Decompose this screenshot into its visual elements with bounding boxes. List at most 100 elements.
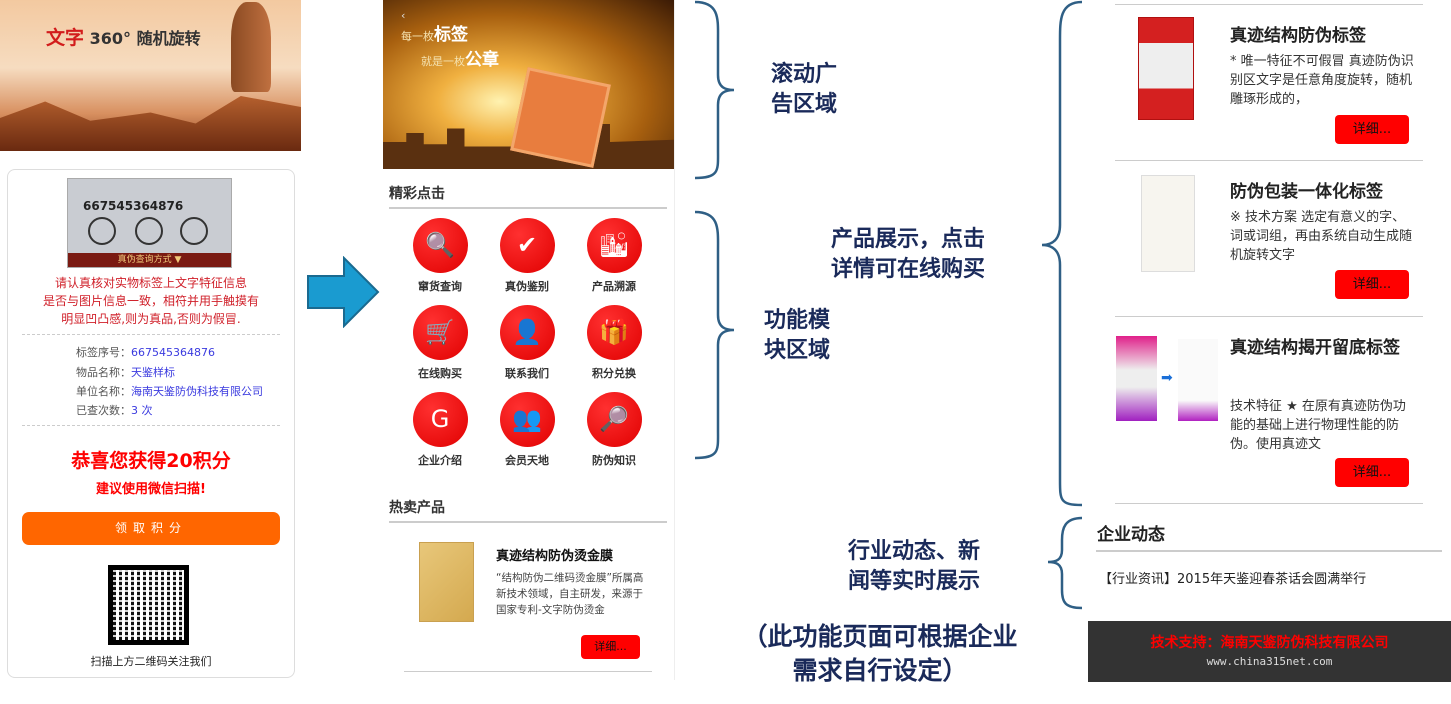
product-detail-button[interactable]: 详细...	[1335, 115, 1409, 144]
feature-magnifier-chart[interactable]: 🔍 窜货查询	[400, 218, 480, 294]
feature-cart[interactable]: 🛒 在线购买	[400, 305, 480, 381]
product-detail-button[interactable]: 详细...	[581, 635, 640, 659]
product-image[interactable]	[1141, 175, 1195, 272]
slogan-small: 每一枚	[401, 30, 434, 43]
divider	[674, 0, 675, 680]
info-value: 667545364876	[131, 346, 215, 359]
rock-image	[231, 2, 271, 92]
product-name[interactable]: 防伪包装一体化标签	[1230, 182, 1383, 202]
contact-person-icon: 👤	[499, 305, 555, 360]
bracket-ad	[694, 0, 735, 180]
news-heading: 企业动态	[1097, 525, 1165, 545]
brand-text: 文字	[46, 27, 85, 49]
hot-products-heading: 热卖产品	[389, 500, 445, 516]
info-row-serial: 标签序号：667545364876	[76, 344, 215, 360]
divider	[22, 334, 280, 335]
feature-label: 产品溯源	[592, 280, 636, 293]
warning-line: 是否与图片信息一致，相符并用手触摸有	[42, 294, 259, 308]
congrats-text: 恭喜您获得20积分	[71, 450, 231, 472]
product-description: ※ 技术方案 选定有意义的字、词或词组，再由系统自动生成随机旋转文字	[1230, 210, 1413, 263]
annotation-ad-area: 滚动广告区域	[771, 60, 837, 120]
feature-knowledge-search[interactable]: 🔎防伪知识	[574, 392, 654, 468]
banner-title: 文字 360° 随机旋转	[46, 23, 201, 50]
glyph-circle	[135, 217, 163, 245]
divider	[1096, 550, 1442, 552]
feature-label: 积分兑换	[592, 367, 636, 380]
feature-members[interactable]: 👥 会员天地	[487, 392, 567, 468]
feature-label: 在线购买	[418, 367, 462, 380]
divider	[1115, 316, 1423, 317]
gift-icon: 🎁	[586, 305, 642, 360]
slogan-big: 标签	[434, 25, 468, 45]
divider	[389, 521, 667, 523]
footer-support: 技术支持：海南天鉴防伪科技有限公司	[1150, 635, 1389, 651]
product-name[interactable]: 真迹结构防伪标签	[1230, 26, 1366, 46]
warning-line: 请认真核对实物标签上文字特征信息	[54, 276, 247, 290]
divider	[404, 671, 652, 672]
bracket-news	[1047, 516, 1083, 610]
divider	[389, 207, 667, 209]
product-description: * 唯一特征不可假冒 真迹防伪识别区文字是任意角度旋转，随机雕琢形成的，	[1230, 54, 1414, 107]
banner-subtitle: 360° 随机旋转	[89, 29, 201, 48]
info-label: 物品名称：	[76, 366, 131, 379]
feature-contact-person[interactable]: 👤 联系我们	[487, 305, 567, 381]
info-label: 标签序号：	[76, 346, 131, 359]
wechat-suggestion: 建议使用微信扫描!	[96, 482, 206, 497]
product-detail-button[interactable]: 详细...	[1335, 458, 1409, 487]
annotation-line: 产品展示，点击	[831, 227, 986, 252]
feature-label: 联系我们	[505, 367, 549, 380]
arrow-icon: ➡	[1161, 370, 1173, 386]
feature-gift[interactable]: 🎁 积分兑换	[574, 305, 654, 381]
bracket-functions	[694, 210, 735, 460]
annotation-line: 闻等实时展示	[848, 569, 981, 594]
mountain-image	[0, 96, 301, 151]
product-description: 技术特征 ★ 在原有真迹防伪功能的基础上进行物理性能的防伪。使用真迹文	[1230, 399, 1406, 452]
ad-slogan-2: 就是一枚公章	[421, 45, 499, 70]
product-image[interactable]	[419, 542, 474, 622]
magnifier-chart-icon: 🔍	[412, 218, 468, 273]
annotation-function-area: 功能模块区域	[764, 306, 830, 366]
feature-label: 窜货查询	[418, 280, 462, 293]
info-value: 海南天鉴防伪科技有限公司	[131, 385, 263, 398]
product-image[interactable]	[1138, 17, 1194, 120]
slogan-big: 公章	[465, 50, 499, 70]
feature-city[interactable]: 🏙 产品溯源	[574, 218, 654, 294]
claim-points-button[interactable]: 领取积分	[22, 512, 280, 545]
carousel-prev-icon[interactable]: ‹	[401, 9, 406, 22]
banner-rotating-text: 文字 360° 随机旋转	[0, 0, 301, 151]
cart-icon: 🛒	[412, 305, 468, 360]
annotation-brackets-right	[1041, 0, 1083, 610]
feature-verify[interactable]: ✔真伪鉴别	[487, 218, 567, 294]
annotation-line: （此功能页面可根据企业	[742, 622, 1018, 651]
feature-label: 企业介绍	[418, 454, 462, 467]
info-value: 天鉴样标	[131, 366, 175, 379]
product-name[interactable]: 真迹结构揭开留底标签	[1230, 338, 1400, 358]
info-row-count: 已查次数：3 次	[76, 402, 153, 418]
label-sample-image: 667545364876 真伪查询方式 ▼	[67, 178, 232, 268]
product-image[interactable]	[1116, 336, 1157, 421]
verification-warning: 请认真核对实物标签上文字特征信息 是否与图片信息一致，相符并用手触摸有 明显凹凸…	[20, 274, 282, 328]
qr-caption: 扫描上方二维码关注我们	[90, 655, 212, 668]
ad-carousel[interactable]: ‹ 每一枚标签 就是一枚公章	[383, 0, 674, 169]
annotation-line: 滚动广	[771, 62, 838, 87]
annotation-line: 需求自行设定）	[792, 656, 968, 685]
label-caption: 真伪查询方式 ▼	[68, 253, 231, 267]
product-image[interactable]	[1178, 339, 1218, 421]
annotation-line: 块区域	[764, 338, 831, 363]
ad-slogan-1: 每一枚标签	[401, 20, 468, 45]
members-icon: 👥	[499, 392, 555, 447]
verification-card	[7, 169, 295, 678]
product-name[interactable]: 真迹结构防伪烫金膜	[496, 549, 614, 564]
city-icon: 🏙	[586, 218, 642, 273]
info-row-company: 单位名称：海南天鉴防伪科技有限公司	[76, 383, 263, 399]
annotation-brackets	[694, 0, 735, 460]
annotation-product-area: 产品展示，点击详情可在线购买	[831, 225, 985, 285]
footer-url[interactable]: www.china315net.com	[1206, 655, 1333, 668]
feature-label: 会员天地	[505, 454, 549, 467]
annotation-news-area: 行业动态、新闻等实时展示	[848, 537, 980, 597]
news-item[interactable]: 【行业资讯】2015年天鉴迎春茶话会圆满举行	[1099, 572, 1367, 587]
info-label: 单位名称：	[76, 385, 131, 398]
annotation-line: 详情可在线购买	[831, 257, 986, 282]
product-detail-button[interactable]: 详细...	[1335, 270, 1409, 299]
